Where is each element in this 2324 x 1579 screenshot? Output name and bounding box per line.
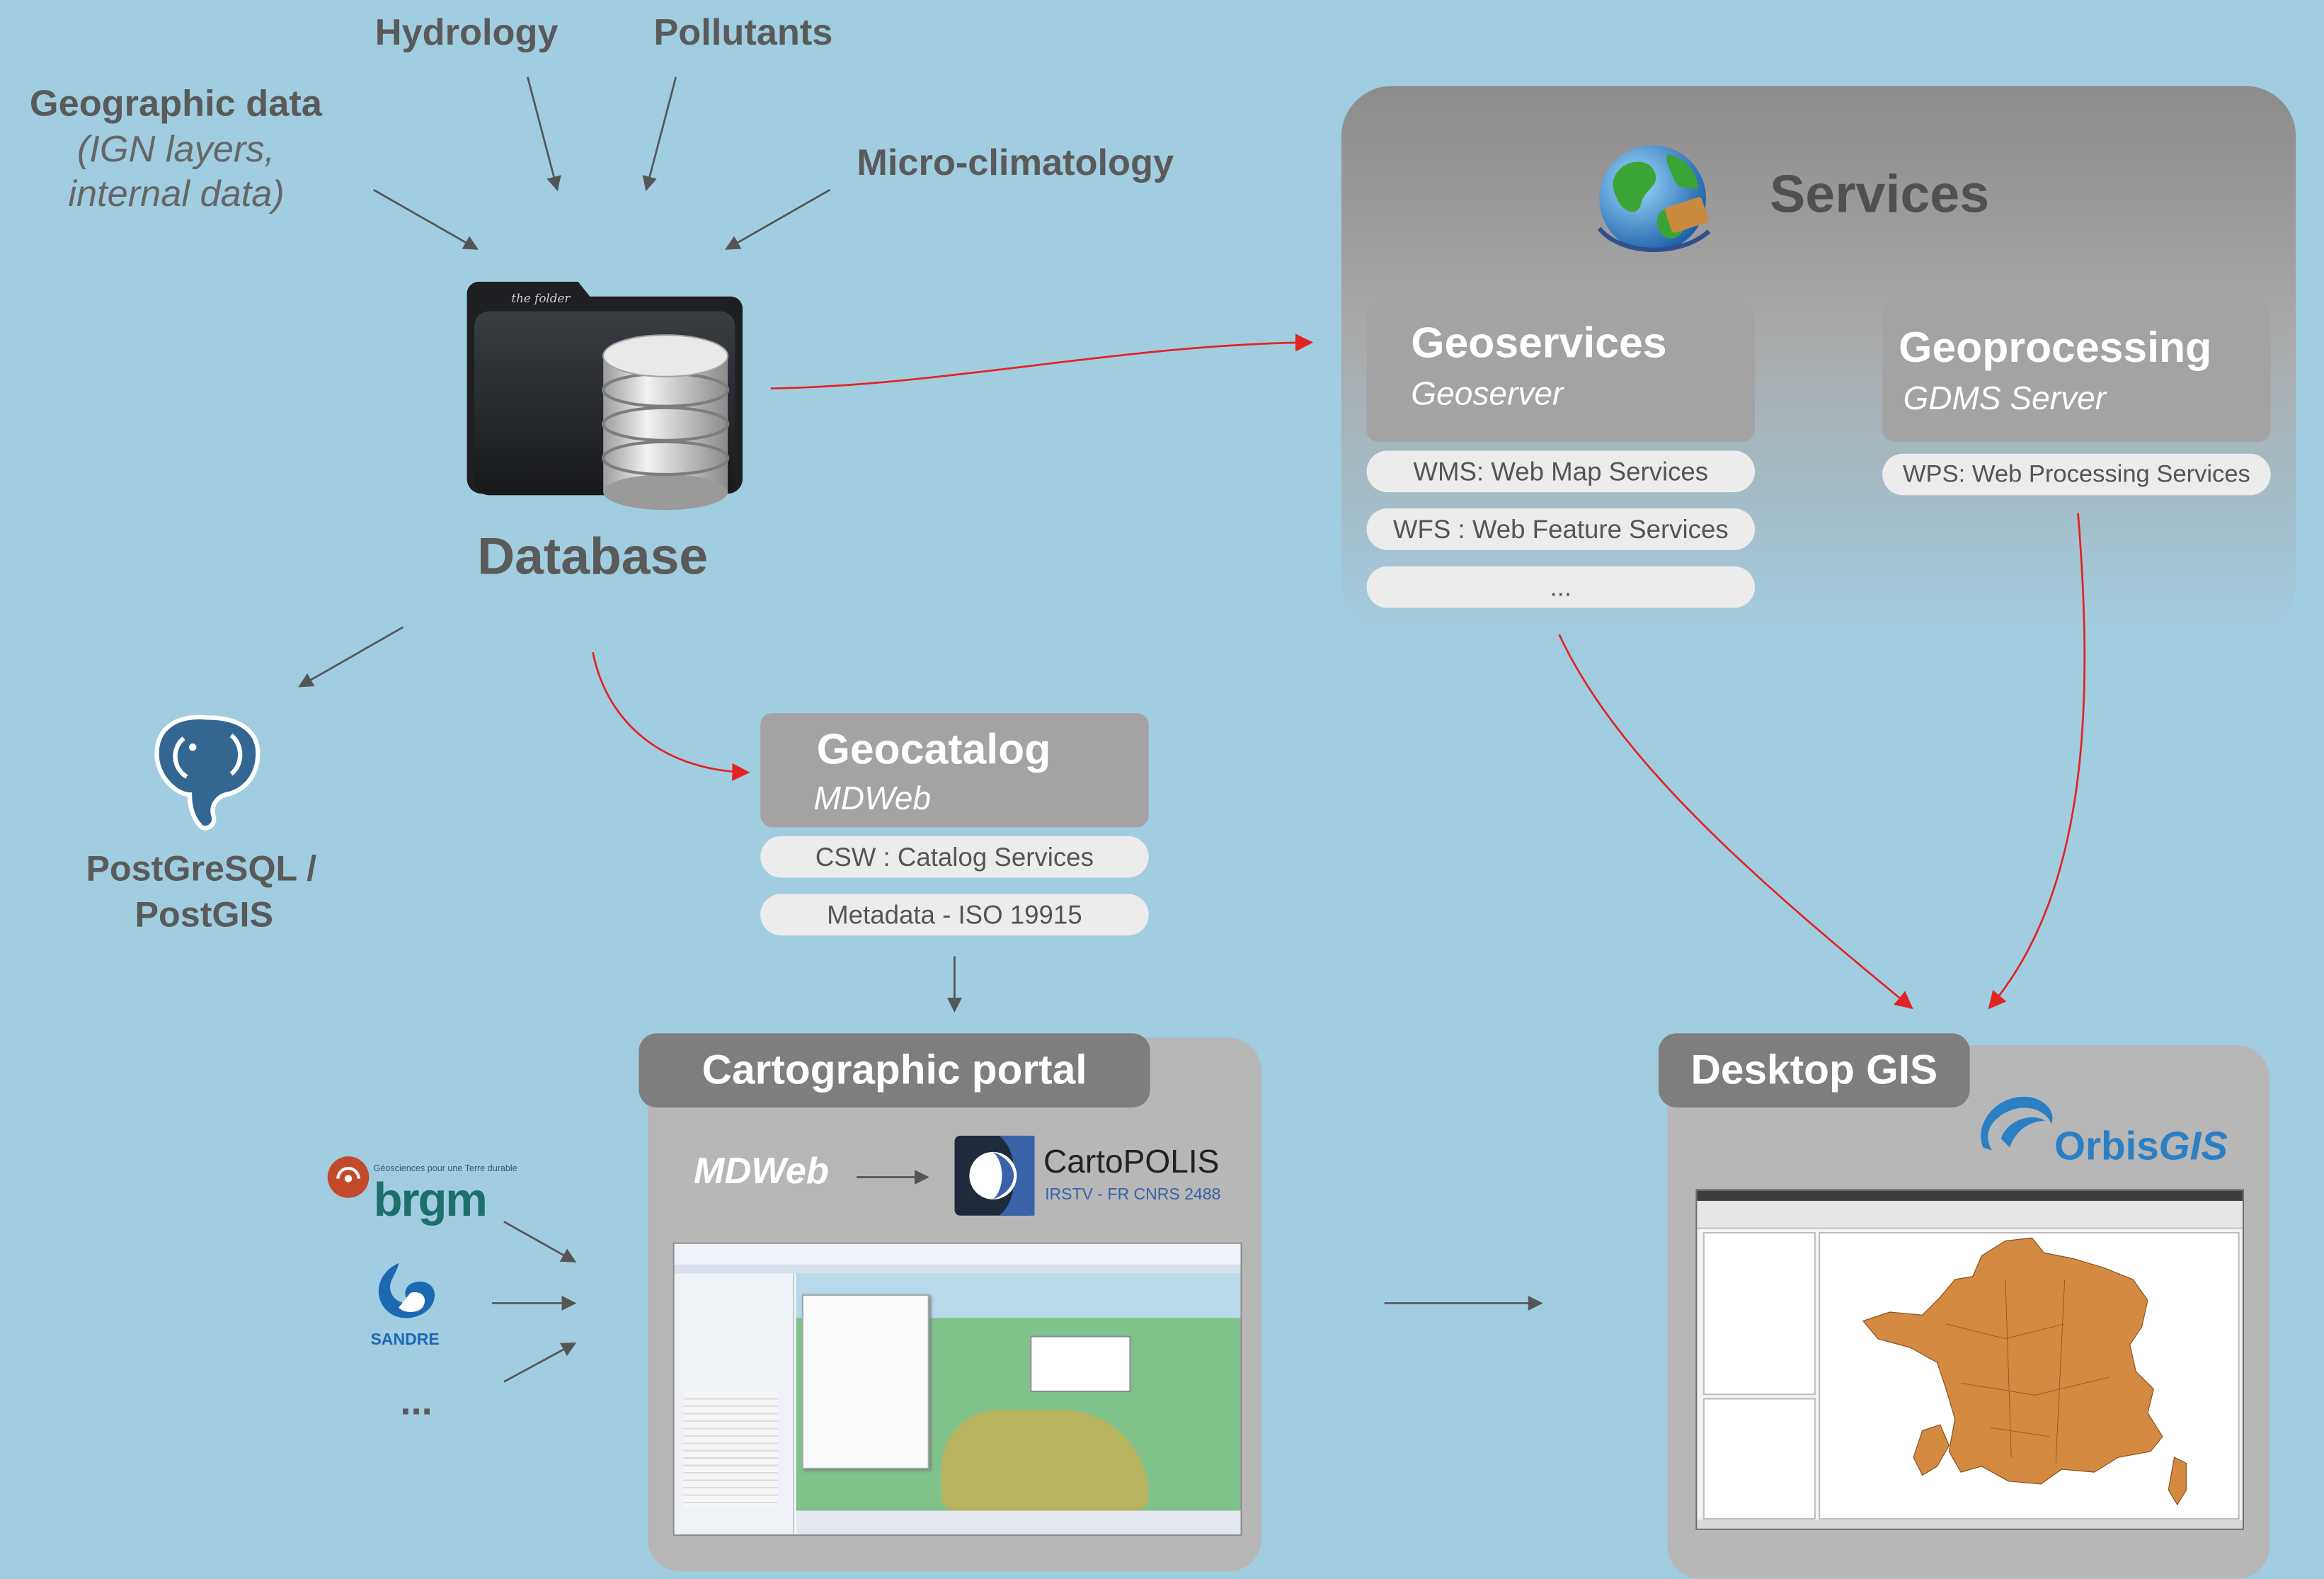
arrow-database-to-geocatalog bbox=[592, 652, 750, 781]
geographic-data-sub2: internal data) bbox=[68, 173, 285, 215]
database-label: Database bbox=[477, 528, 709, 586]
pollutants-label: Pollutants bbox=[653, 11, 833, 54]
geoprocessing-title: Geoprocessing bbox=[1899, 324, 2212, 372]
arrow-hydrology bbox=[527, 76, 561, 192]
geocatalog-item: Metadata - ISO 19915 bbox=[760, 894, 1149, 936]
geoservices-item: ... bbox=[1366, 566, 1756, 608]
orbisgis-wordmark-italic: GIS bbox=[2158, 1124, 2228, 1168]
france-map bbox=[1862, 1237, 2187, 1506]
geocatalog-item: CSW : Catalog Services bbox=[760, 836, 1149, 878]
mdweb-label: MDWeb bbox=[693, 1150, 829, 1192]
arrow-more-sources bbox=[503, 1342, 577, 1383]
services-title: Services bbox=[1769, 163, 1990, 224]
sandre-logo-icon bbox=[378, 1262, 435, 1318]
geoservices-item: WFS : Web Feature Services bbox=[1366, 508, 1756, 550]
arrow-microclimatology bbox=[725, 188, 831, 250]
postgresql-icon bbox=[154, 714, 261, 831]
geoprocessing-subtitle: GDMS Server bbox=[1903, 380, 2107, 417]
portal-screenshot bbox=[672, 1242, 1242, 1537]
brgm-label: brgm bbox=[373, 1173, 488, 1226]
geoservices-item: WMS: Web Map Services bbox=[1366, 450, 1756, 493]
globe-icon bbox=[1597, 145, 1711, 252]
arrow-geographic bbox=[372, 188, 479, 250]
arrow-to-postgres bbox=[298, 626, 404, 688]
desktop-screenshot bbox=[1695, 1189, 2245, 1530]
folder-handwriting: the folder bbox=[511, 291, 571, 305]
geocatalog-title: Geocatalog bbox=[816, 726, 1051, 774]
sandre-label: SANDRE bbox=[370, 1331, 440, 1350]
geocatalog-subtitle: MDWeb bbox=[813, 780, 932, 817]
geoservices-tile: Geoservices Geoserver bbox=[1366, 302, 1756, 442]
geographic-data-label: Geographic data bbox=[29, 83, 322, 125]
geoprocessing-tile: Geoprocessing GDMS Server bbox=[1882, 302, 2271, 442]
postgresql-label-line1: PostGreSQL / bbox=[86, 849, 317, 890]
brgm-logo-icon bbox=[327, 1156, 370, 1198]
desktop-tab: Desktop GIS bbox=[1658, 1033, 1970, 1108]
database-icon: the folder bbox=[466, 281, 743, 511]
geographic-data-sub1: (IGN layers, bbox=[76, 129, 275, 171]
cartopolis-subtitle: IRSTV - FR CNRS 2488 bbox=[1045, 1186, 1221, 1204]
arrow-brgm bbox=[503, 1221, 577, 1263]
geocatalog-tile: Geocatalog MDWeb bbox=[760, 713, 1149, 828]
arrow-geoprocessing-to-desktop bbox=[1988, 513, 2086, 1010]
cartopolis-logo-icon bbox=[954, 1135, 1035, 1216]
geoprocessing-item: WPS: Web Processing Services bbox=[1882, 453, 2271, 496]
arrow-geoservices-to-desktop bbox=[1558, 634, 1913, 1010]
orbisgis-wordmark-plain: Orbis bbox=[2054, 1124, 2159, 1168]
orbisgis-logo-icon bbox=[1981, 1096, 2053, 1151]
hydrology-label: Hydrology bbox=[374, 11, 559, 54]
more-sources-label: ... bbox=[400, 1379, 433, 1424]
arrow-pollutants bbox=[642, 76, 677, 192]
geoservices-title: Geoservices bbox=[1411, 320, 1667, 368]
orbisgis-wordmark: OrbisGIS bbox=[2054, 1124, 2228, 1170]
postgresql-label-line2: PostGIS bbox=[134, 895, 274, 936]
geoservices-subtitle: Geoserver bbox=[1411, 375, 1564, 413]
arrow-database-to-services bbox=[770, 334, 1314, 389]
brgm-tagline: Géosciences pour une Terre durable bbox=[373, 1165, 517, 1175]
microclimatology-label: Micro-climatology bbox=[857, 142, 1174, 184]
cartopolis-name: CartoPOLIS bbox=[1043, 1143, 1220, 1180]
portal-tab: Cartographic portal bbox=[639, 1033, 1150, 1108]
